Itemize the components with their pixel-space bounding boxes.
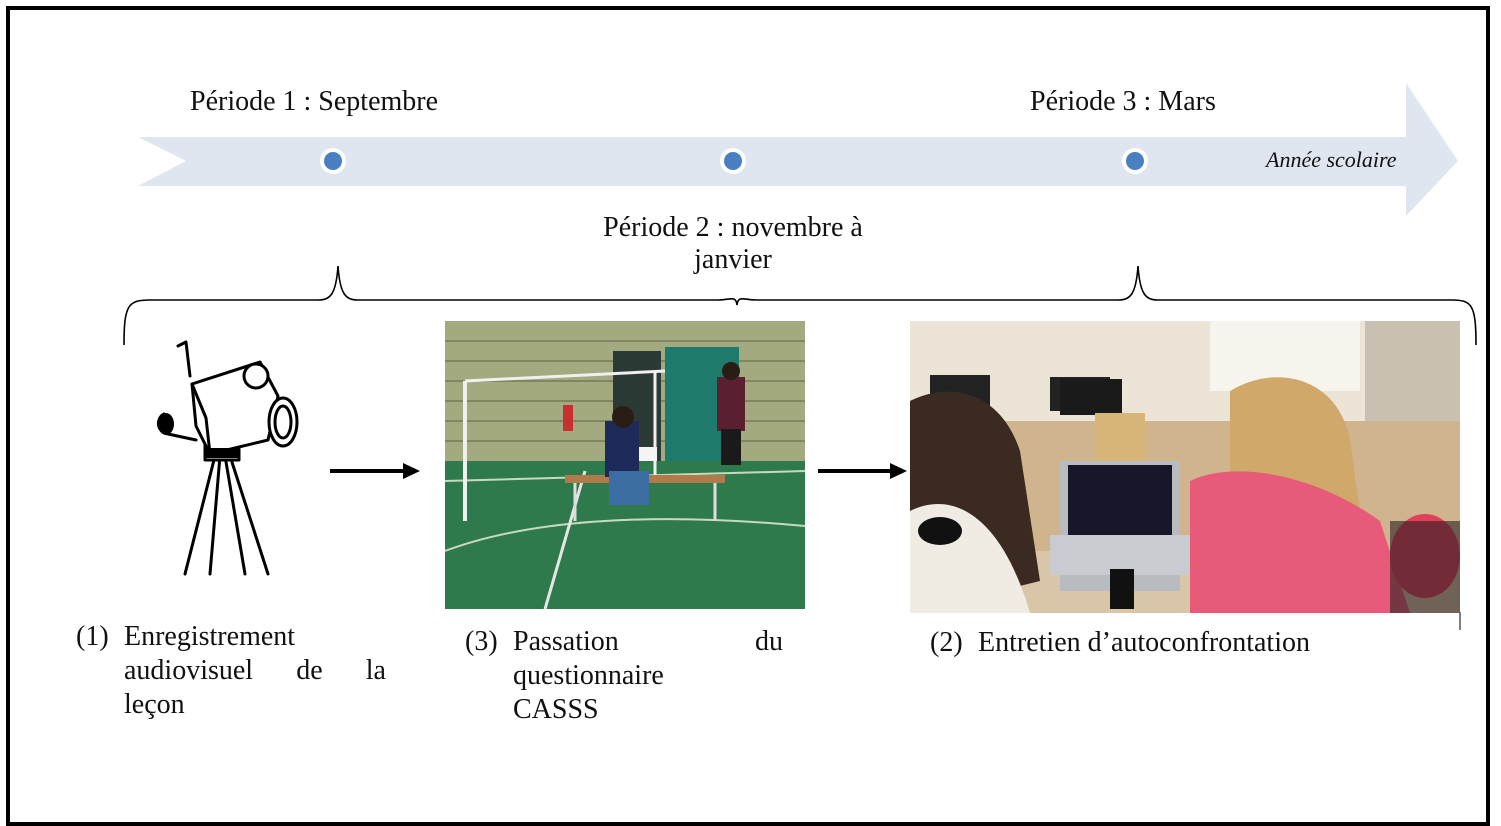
period-brace — [123, 265, 1477, 346]
timeline-axis-label: Année scolaire — [1266, 147, 1397, 172]
step-1-number: (1) — [76, 621, 109, 652]
timeline-dots — [320, 148, 1148, 174]
step-1-line-3: leçon — [124, 689, 185, 720]
step-1-word-2: de — [296, 655, 323, 686]
step-1-line-1: Enregistrement — [124, 621, 296, 652]
period-1-label: Période 1 : Septembre — [190, 86, 439, 117]
step-1-caption: (1) Enregistrement audiovisuel de la leç… — [76, 620, 388, 730]
period-2-label: Période 2 : novembre à janvier — [603, 212, 863, 275]
step-3-word-2: du — [755, 626, 783, 657]
gym-questionnaire-photo — [445, 321, 805, 609]
step-3-number: (3) — [465, 626, 498, 657]
step-3-line-3: CASSS — [513, 694, 599, 725]
step-1-word-3: la — [365, 655, 386, 686]
step-2-number: (2) — [930, 627, 963, 658]
step-2-line-1: Entretien d’autoconfrontation — [978, 627, 1310, 658]
step-3-word-1: Passation — [513, 626, 619, 657]
arrow-right-icon — [818, 463, 907, 479]
step-2-caption: (2) Entretien d’autoconfrontation — [930, 626, 1400, 666]
period-3-label: Période 3 : Mars — [1030, 86, 1216, 117]
timeline-arrow — [138, 83, 1458, 216]
self-confrontation-interview-photo — [910, 321, 1460, 613]
step-3-caption: (3) Passation du questionnaire CASSS — [465, 625, 787, 735]
step-1-word-1: audiovisuel — [124, 655, 254, 686]
video-camera-on-tripod-icon — [157, 340, 299, 576]
step-3-line-2: questionnaire — [513, 660, 664, 691]
arrow-right-icon — [330, 463, 420, 479]
